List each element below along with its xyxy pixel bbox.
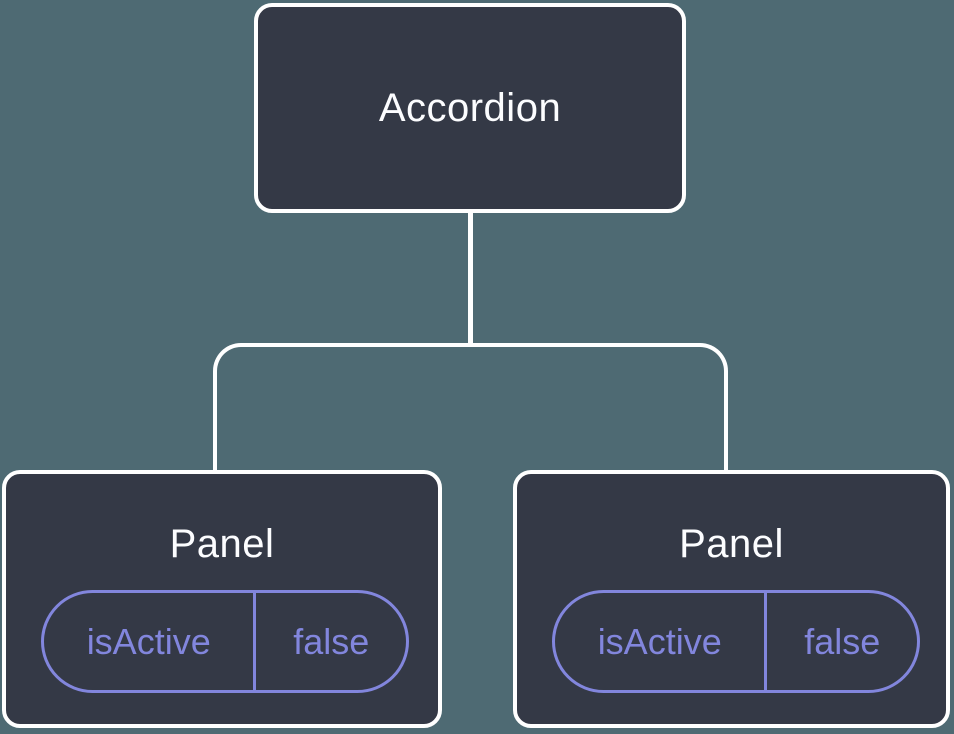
state-value: false: [804, 620, 881, 662]
state-name: isActive: [44, 593, 257, 690]
connector-stem: [468, 211, 473, 345]
state-name: isActive: [555, 593, 768, 690]
component-node-panel-left: Panel isActive false: [2, 470, 442, 728]
state-pill: isActive false: [552, 590, 920, 693]
component-node-accordion: Accordion: [254, 3, 686, 213]
component-node-panel-right: Panel isActive false: [513, 470, 950, 728]
state-value: false: [293, 620, 370, 662]
state-pill: isActive false: [41, 590, 409, 693]
panel-node-label: Panel: [679, 522, 784, 566]
accordion-node-label: Accordion: [378, 85, 562, 130]
panel-node-label: Panel: [169, 522, 275, 566]
connector-bracket: [213, 343, 728, 470]
